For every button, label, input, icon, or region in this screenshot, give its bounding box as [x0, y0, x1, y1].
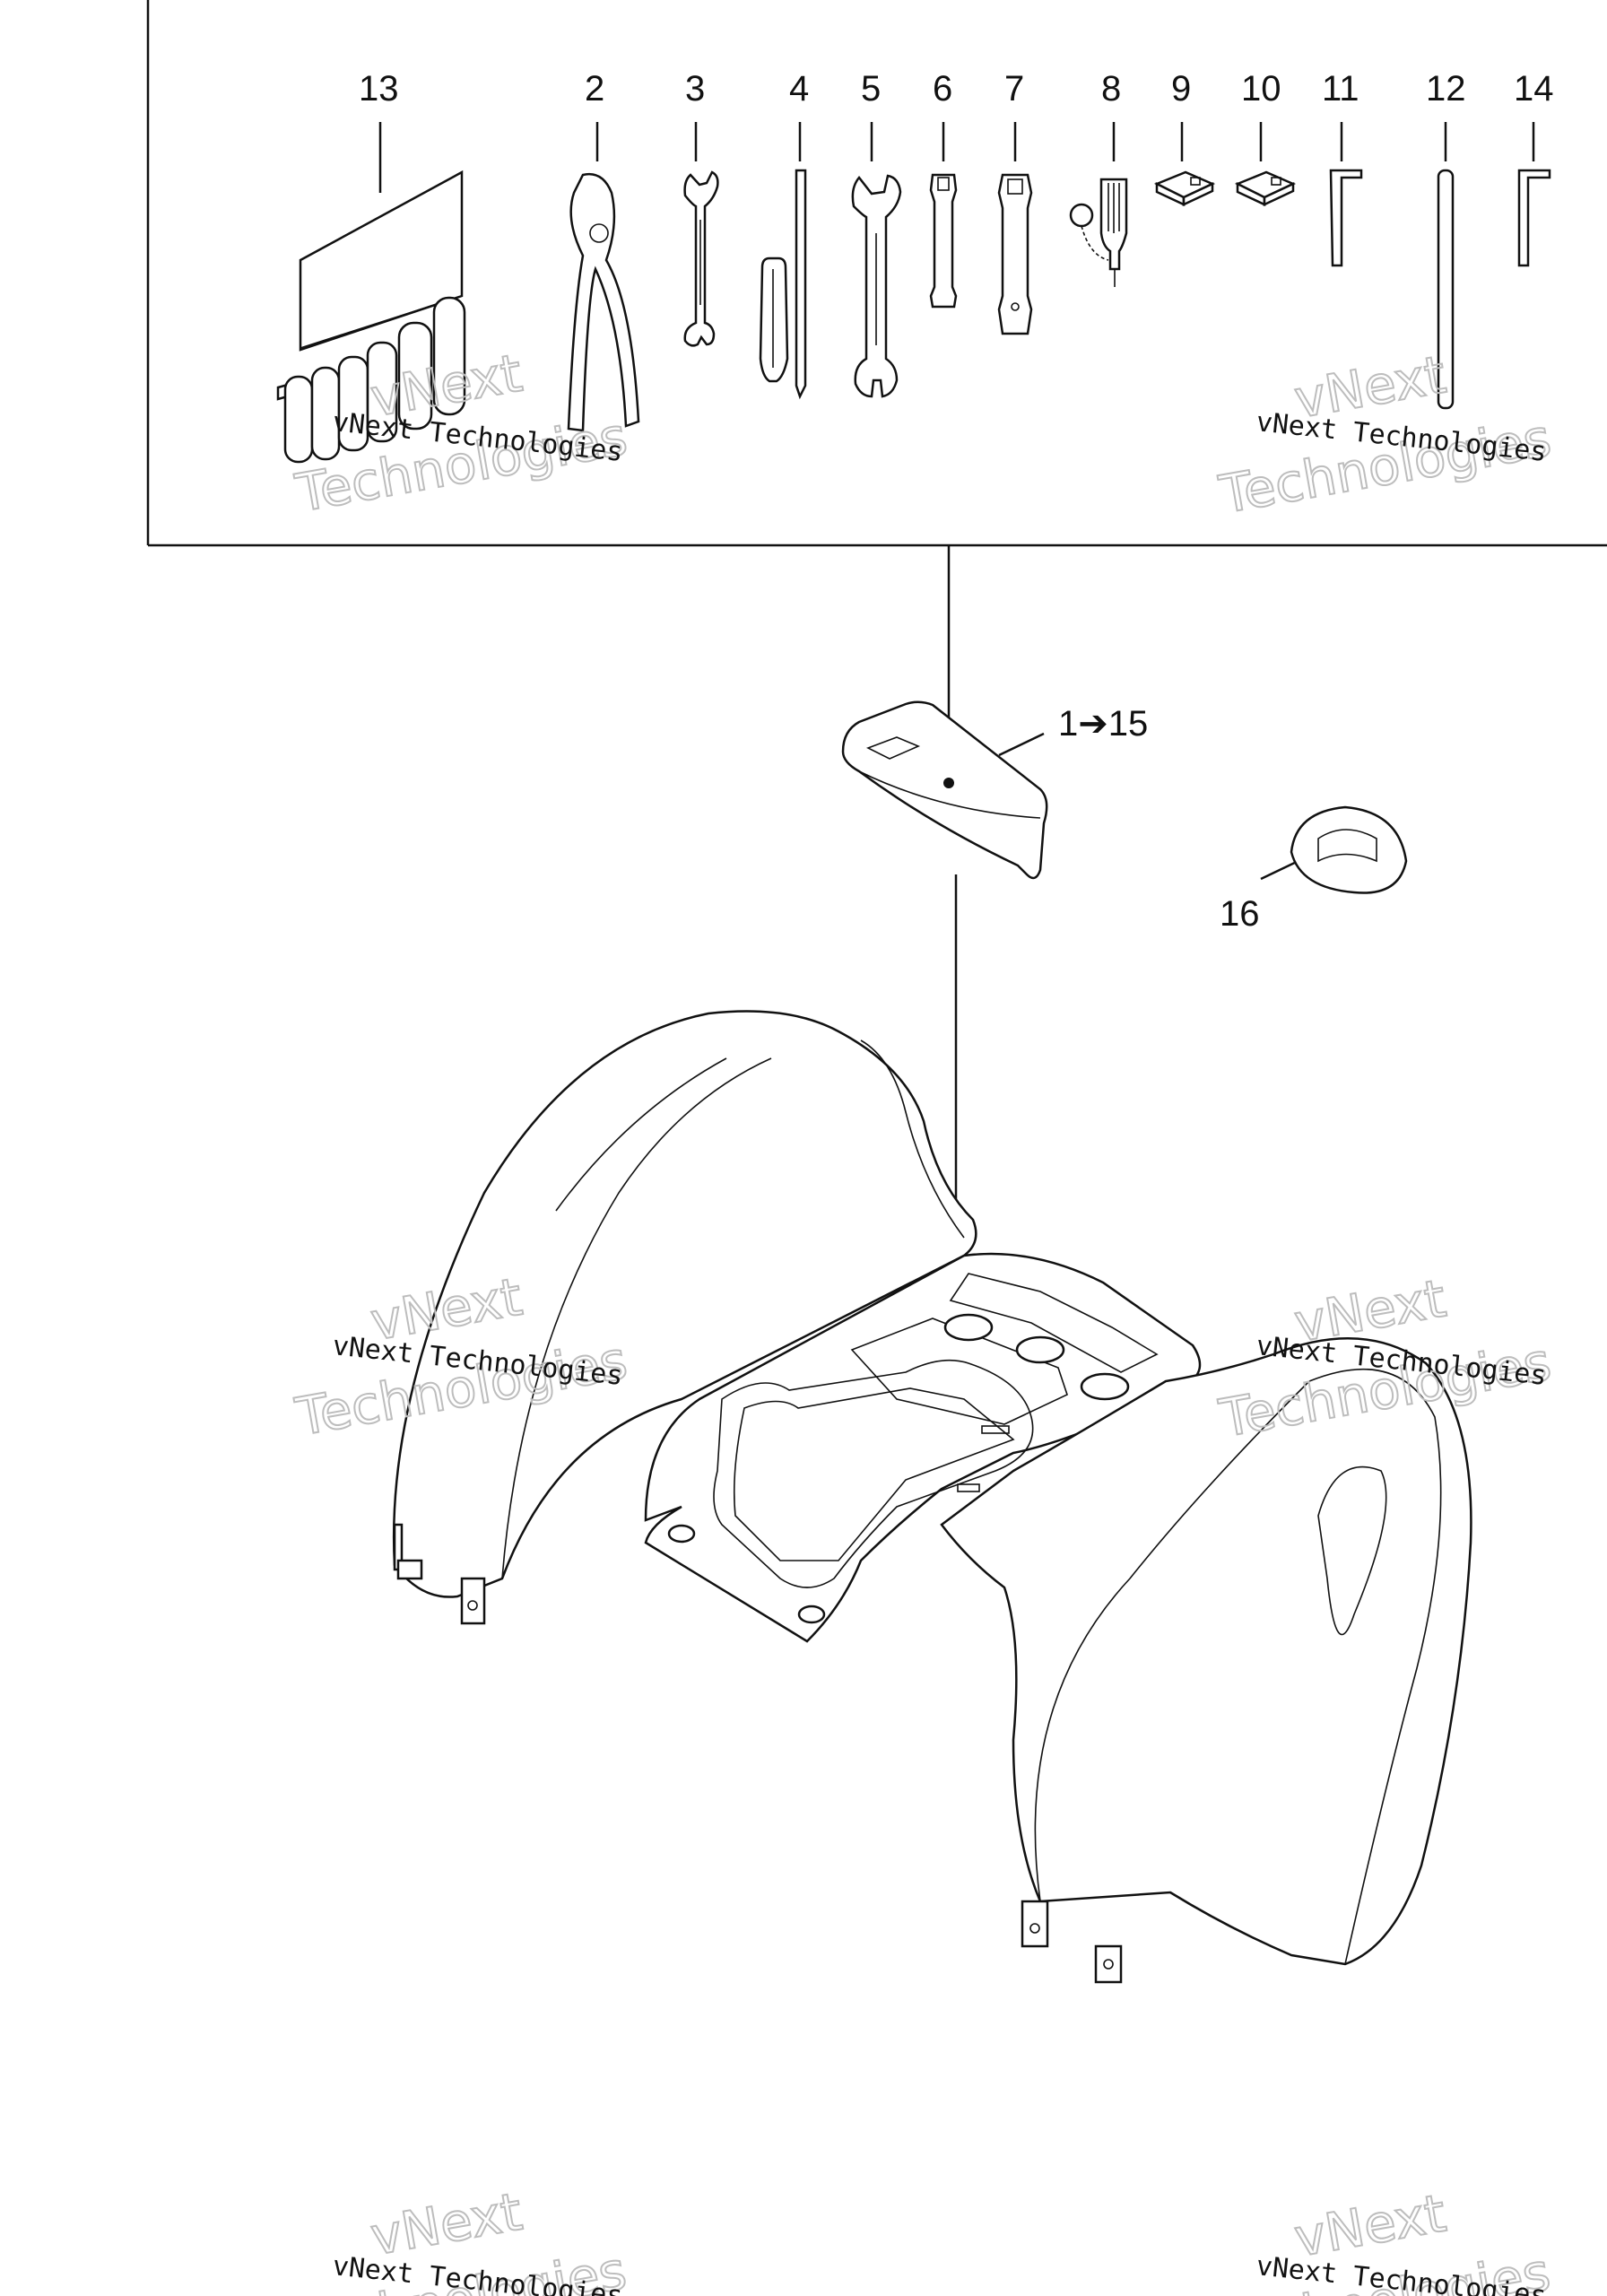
screwdriver-4	[759, 169, 807, 400]
callout-14: 14	[1514, 69, 1554, 109]
rear-fender	[392, 1010, 1472, 1984]
tool-pouch-1-15	[841, 545, 1048, 1251]
pliers-2	[567, 172, 640, 432]
rod-12	[1437, 169, 1455, 410]
callout-12: 12	[1426, 69, 1466, 109]
fuse-9	[1153, 170, 1216, 206]
callout-4: 4	[789, 69, 809, 109]
double-wrench-5	[851, 174, 902, 398]
tool-roll-13	[276, 170, 466, 464]
callout-labels: 13 2 3 4 5 6 7 8 9 10 11 12 14 1➔15 16	[359, 69, 1554, 934]
callout-13: 13	[359, 69, 399, 109]
callout-5: 5	[861, 69, 881, 109]
spark-gauge-8	[1069, 178, 1128, 287]
leader-lines	[378, 122, 1535, 881]
callout-16: 16	[1220, 894, 1260, 934]
allen-key-14	[1517, 169, 1551, 267]
callout-1-to-15: 1➔15	[1058, 704, 1148, 744]
callout-10: 10	[1241, 69, 1281, 109]
clip-16	[1290, 805, 1408, 894]
callout-2: 2	[585, 69, 604, 109]
allen-key-11	[1329, 169, 1363, 267]
watermark-outline-top: vNext	[366, 2181, 526, 2267]
open-wrench-3	[683, 170, 719, 347]
callout-7: 7	[1004, 69, 1024, 109]
callout-6: 6	[933, 69, 952, 109]
toolkit-frame	[146, 0, 1607, 547]
callout-8: 8	[1101, 69, 1121, 109]
callout-3: 3	[685, 69, 705, 109]
callout-11: 11	[1322, 69, 1359, 109]
callout-9: 9	[1171, 69, 1191, 109]
socket-wrench-6	[929, 173, 958, 309]
fuse-10	[1234, 170, 1297, 206]
socket-wrench-7	[997, 173, 1033, 335]
